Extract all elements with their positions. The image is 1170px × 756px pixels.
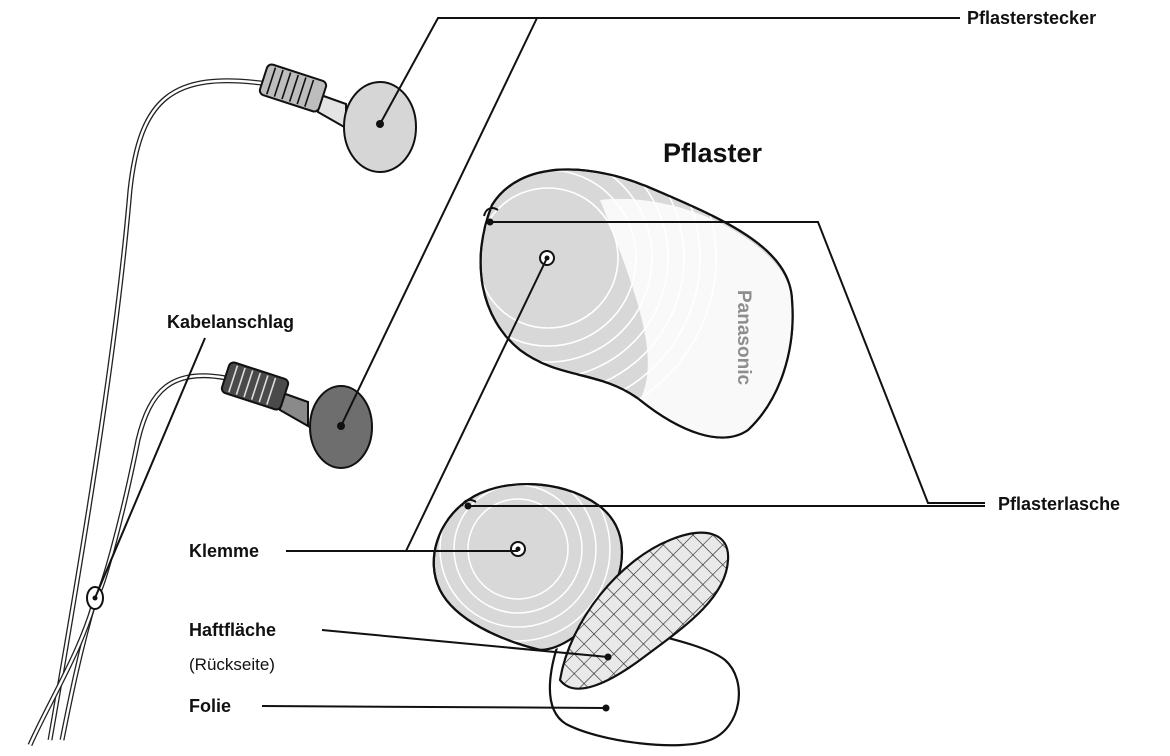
brand-logo: Panasonic [733, 290, 754, 385]
cable-inner [27, 373, 227, 747]
label-pflasterlasche: Pflasterlasche [998, 494, 1121, 514]
label-folie: Folie [189, 696, 232, 716]
leader-dots [464, 218, 612, 712]
label-haftflaeche: Haftfläche [189, 620, 277, 640]
diagram-title: Pflaster [663, 138, 763, 168]
plug-upper [258, 63, 417, 173]
plug-lower [220, 361, 373, 469]
cable-outer [47, 78, 269, 741]
label-klemme: Klemme [189, 541, 260, 561]
label-pflasterstecker: Pflasterstecker [967, 8, 1097, 28]
leader-lines [94, 17, 985, 709]
label-rueckseite: (Rückseite) [189, 655, 275, 674]
adhesive-surface [558, 531, 730, 690]
label-kabelanschlag: Kabelanschlag [167, 312, 295, 332]
pad-upper: Panasonic [379, 89, 794, 439]
pad-lower [411, 442, 740, 747]
